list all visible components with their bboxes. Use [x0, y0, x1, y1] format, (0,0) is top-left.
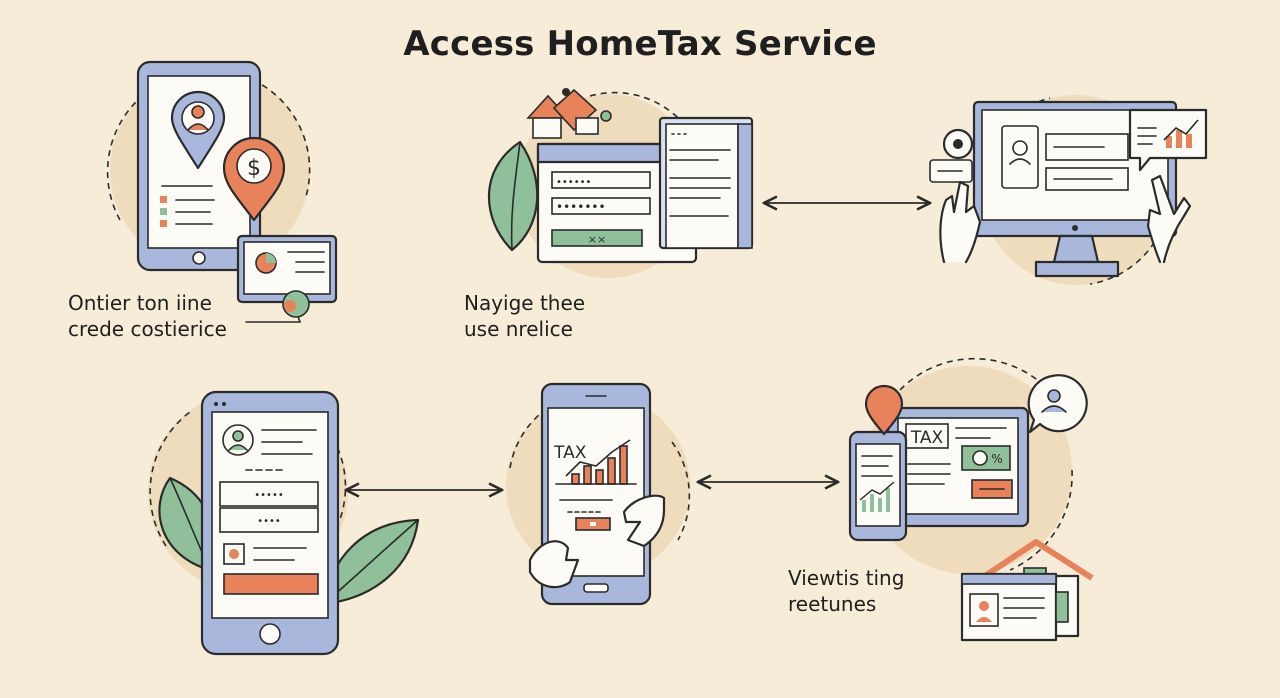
svg-text:••••: ••••	[257, 516, 281, 527]
house-icon	[526, 88, 612, 139]
step6-illustration: TAX %	[848, 357, 1094, 642]
login-window-icon: •••••• ••••••• ××	[536, 142, 698, 264]
dollar-sign: $	[247, 156, 261, 181]
chat-bubble-icon	[1128, 108, 1208, 172]
dollar-pin-icon: $	[222, 136, 286, 222]
step3-caption: Viewtis ting reetunes	[788, 565, 904, 617]
pie-chart-icon	[255, 252, 277, 274]
svg-text:××: ××	[588, 233, 606, 246]
step2-caption-line2: use nrelice	[464, 317, 573, 341]
page-title: Access HomeTax Service	[403, 24, 877, 64]
step1-illustration: $	[106, 60, 338, 323]
step1-caption-line2: crede costierice	[68, 317, 227, 341]
svg-text:%: %	[991, 452, 1002, 466]
bar-chart-icon	[859, 481, 895, 512]
step1-caption: Ontier ton iine crede costierice	[68, 290, 227, 342]
bar-chart-icon	[1163, 119, 1199, 148]
svg-text:•••••••: •••••••	[556, 200, 606, 214]
step1-caption-line1: Ontier ton iine	[68, 291, 212, 315]
step3-caption-line2: reetunes	[788, 592, 877, 616]
step2-caption: Nayige thee use nrelice	[464, 290, 585, 342]
location-pin-icon	[170, 90, 226, 170]
svg-text:•••••: •••••	[254, 490, 284, 501]
smartphone-icon	[540, 382, 652, 606]
user-icon	[222, 424, 254, 456]
step4-illustration: ••••• ••••	[148, 390, 420, 656]
svg-text:••••••: ••••••	[556, 177, 591, 188]
hand-icon	[939, 174, 1192, 264]
step5-illustration: TAX	[506, 382, 691, 606]
user-icon	[1027, 374, 1088, 434]
step2-caption-line1: Nayige thee	[464, 291, 586, 315]
svg-text:TAX: TAX	[553, 443, 587, 463]
step3-caption-line1: Viewtis ting	[788, 566, 905, 590]
tax-chart-icon: TAX	[553, 439, 637, 485]
document-icon	[658, 116, 754, 250]
hand-icon	[528, 494, 666, 589]
step3-illustration	[929, 95, 1208, 285]
leaf-icon	[487, 140, 539, 252]
house-document-icon	[960, 539, 1094, 642]
step2-illustration: •••••• ••••••• ××	[487, 88, 754, 278]
svg-text:TAX: TAX	[910, 428, 944, 448]
